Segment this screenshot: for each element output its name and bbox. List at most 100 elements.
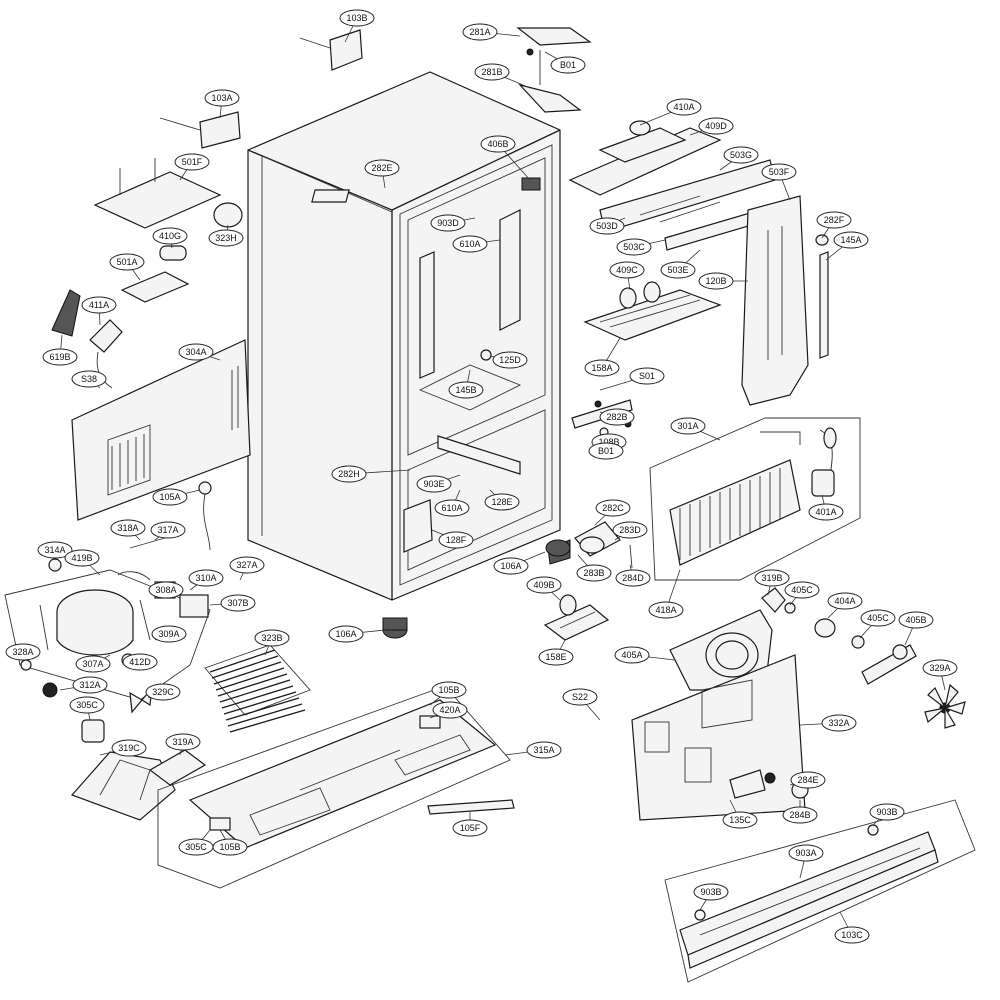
callout-oval: [698, 117, 734, 135]
callout-oval: [660, 261, 696, 279]
part-number-label: 309A: [158, 629, 179, 639]
part-number-label: 610A: [459, 239, 480, 249]
part-callout: 103C: [834, 926, 870, 944]
part-number-label: 283D: [619, 525, 641, 535]
part-callout: 105B: [212, 838, 248, 856]
part-callout: 501A: [109, 253, 145, 271]
part-number-label: 301A: [677, 421, 698, 431]
part-number-label: B01: [560, 60, 576, 70]
callout-oval: [474, 63, 510, 81]
compressor-group: [4, 537, 211, 701]
fan-motor-tray: [70, 686, 207, 821]
callout-oval: [434, 499, 470, 517]
part-number-label: 103B: [346, 13, 367, 23]
callout-oval: [693, 883, 729, 901]
part-callout: 305C: [178, 838, 214, 856]
callout-oval: [152, 227, 188, 245]
part-callout: 503F: [761, 163, 797, 181]
part-callout: 419B: [64, 549, 100, 567]
part-callout: B01: [550, 56, 586, 74]
callout-oval: [860, 609, 896, 627]
part-callout: 307A: [75, 655, 111, 673]
part-callout: 105F: [452, 819, 488, 837]
part-callout: B01: [588, 442, 624, 460]
callout-oval: [922, 659, 958, 677]
part-callout: 315A: [526, 741, 562, 759]
callout-oval: [666, 98, 702, 116]
part-callout: 503E: [660, 261, 696, 279]
callout-oval: [111, 739, 147, 757]
part-number-label: 619B: [49, 352, 70, 362]
part-number-label: 284E: [797, 775, 818, 785]
callout-oval: [576, 564, 612, 582]
callout-oval: [71, 370, 107, 388]
part-number-label: 419B: [71, 553, 92, 563]
callout-oval: [698, 272, 734, 290]
part-callout: 103A: [204, 89, 240, 107]
part-callout: 308A: [148, 581, 184, 599]
part-number-label: 308A: [155, 585, 176, 595]
part-number-label: 406B: [487, 139, 508, 149]
part-number-label: 307B: [227, 598, 248, 608]
part-callout: 405C: [860, 609, 896, 627]
callout-oval: [480, 135, 516, 153]
part-callout: 903D: [430, 214, 466, 232]
part-number-label: 903B: [876, 807, 897, 817]
evaporator-duct: [741, 195, 829, 406]
part-callout: 903B: [693, 883, 729, 901]
part-callout: 282B: [599, 408, 635, 426]
part-callout: 409B: [526, 576, 562, 594]
part-callout: S22: [562, 688, 598, 706]
part-callout: 319B: [754, 569, 790, 587]
part-callout: 328A: [5, 643, 41, 661]
part-number-label: 503D: [596, 221, 618, 231]
part-number-label: 323B: [261, 633, 282, 643]
part-number-label: 135C: [729, 815, 751, 825]
callout-oval: [808, 503, 844, 521]
callout-oval: [833, 231, 869, 249]
part-number-label: 128E: [491, 497, 512, 507]
part-number-label: 307A: [82, 659, 103, 669]
part-callout: 158E: [538, 648, 574, 666]
part-callout: 281B: [474, 63, 510, 81]
callout-oval: [110, 519, 146, 537]
callout-oval: [5, 643, 41, 661]
callout-oval: [898, 611, 934, 629]
part-number-label: 319A: [172, 737, 193, 747]
part-callout: 501F: [174, 153, 210, 171]
part-number-label: 120B: [705, 276, 726, 286]
callout-oval: [254, 629, 290, 647]
part-number-label: 503C: [623, 242, 645, 252]
part-callout: 404A: [827, 592, 863, 610]
part-number-label: 315A: [533, 745, 554, 755]
part-number-label: 145B: [455, 385, 476, 395]
callout-oval: [612, 521, 648, 539]
part-number-label: 501A: [116, 257, 137, 267]
callout-oval: [188, 569, 224, 587]
part-number-label: 412D: [129, 657, 151, 667]
shelf-409C: [583, 281, 722, 341]
part-number-label: 404A: [834, 596, 855, 606]
callout-oval: [220, 594, 256, 612]
part-callout: 105A: [152, 488, 188, 506]
callout-oval: [75, 655, 111, 673]
part-number-label: 158E: [545, 652, 566, 662]
callout-oval: [782, 806, 818, 824]
part-number-label: 281A: [469, 27, 490, 37]
part-callout: 301A: [670, 417, 706, 435]
kick-plate-assembly: [664, 799, 976, 983]
part-number-label: 305C: [185, 842, 207, 852]
part-callout: 310A: [188, 569, 224, 587]
part-callout: 405C: [784, 581, 820, 599]
part-callout: 135C: [722, 811, 758, 829]
condenser-coil: [204, 644, 311, 733]
callout-oval: [821, 714, 857, 732]
part-number-label: 310A: [195, 573, 216, 583]
part-callout: 283D: [612, 521, 648, 539]
part-number-label: 503E: [667, 265, 688, 275]
freezer-fan-assembly: [631, 587, 966, 821]
part-number-label: 903A: [795, 848, 816, 858]
part-number-label: 145A: [840, 235, 861, 245]
callout-oval: [584, 359, 620, 377]
part-callout: 412D: [122, 653, 158, 671]
